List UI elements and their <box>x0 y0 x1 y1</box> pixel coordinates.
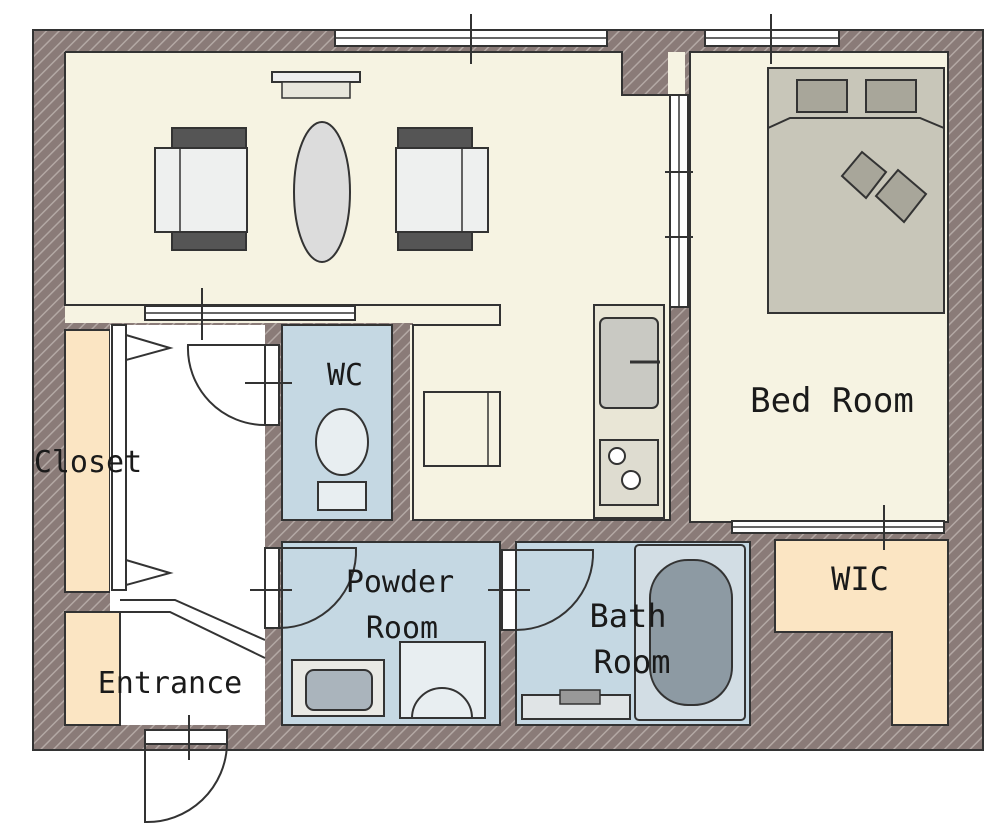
bath-faucet-icon <box>521 689 631 720</box>
powder-room-label-line1: Powder <box>346 565 454 600</box>
closet-floor <box>64 329 111 593</box>
bed-icon <box>767 67 945 314</box>
washbasin-icon <box>291 659 385 717</box>
closet-doors <box>111 324 174 591</box>
bed-room-label: Bed Room <box>750 381 914 421</box>
fridge-icon <box>423 391 501 467</box>
sliding-door-bedroom-wic <box>731 505 945 550</box>
washing-machine-icon <box>399 641 486 719</box>
wic-floor <box>774 539 949 726</box>
coffee-table-icon <box>293 121 351 263</box>
hall-floor <box>110 325 265 590</box>
entrance-step <box>64 611 121 726</box>
armchair-left-icon <box>154 127 248 251</box>
door-bath-room <box>488 549 595 631</box>
window-top-living <box>334 14 608 64</box>
armchair-right-icon <box>395 127 489 251</box>
toilet-icon <box>315 408 369 511</box>
powder-room-label-line2: Room <box>366 611 438 646</box>
bath-room-label-line1: Bath <box>589 597 666 635</box>
door-wc <box>186 344 292 426</box>
window-top-bedroom <box>704 14 840 64</box>
tv-icon <box>271 71 361 99</box>
sliding-door-living-bedroom <box>665 94 693 308</box>
sliding-door-living-hall <box>144 288 356 340</box>
door-entrance <box>144 715 228 824</box>
wic-label: WIC <box>831 560 889 598</box>
entrance-label: Entrance <box>98 666 243 701</box>
kitchen-counter <box>593 304 665 519</box>
bath-room-label-line2: Room <box>593 643 670 681</box>
closet-label: Closet <box>34 445 142 480</box>
door-powder-room <box>250 547 358 629</box>
wc-label: WC <box>327 358 363 393</box>
bathtub-icon <box>634 544 746 721</box>
